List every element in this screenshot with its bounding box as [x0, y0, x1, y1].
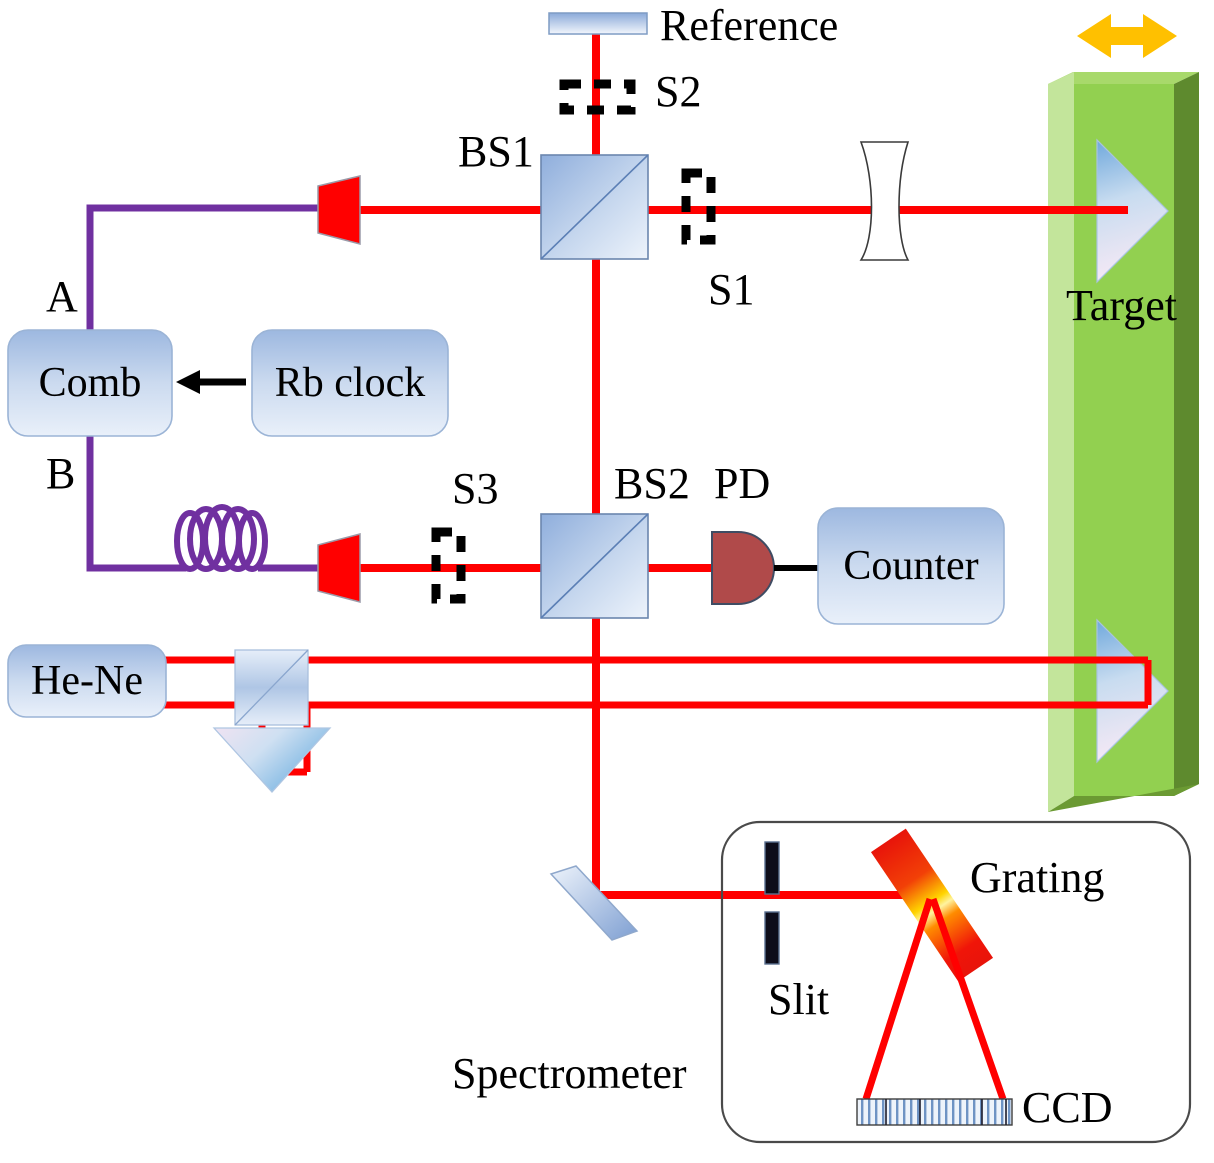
he-ne-label: He-Ne [31, 658, 143, 704]
spectrometer-rays [862, 897, 1007, 1101]
reference-label: Reference [660, 1, 839, 50]
slit [764, 841, 780, 965]
target-triangle-lower [1096, 618, 1169, 764]
grating-label: Grating [970, 853, 1105, 902]
counter-label: Counter [843, 543, 979, 589]
clock-sync-arrow [176, 370, 246, 394]
photodetector [711, 531, 775, 605]
rb-clock[interactable] [251, 329, 449, 437]
ccd-label: CCD [1022, 1083, 1113, 1132]
collimator-b [317, 533, 361, 603]
counter[interactable] [817, 507, 1005, 625]
concave-lens [859, 141, 910, 261]
rb-clock-label: Rb clock [274, 360, 426, 406]
branch-b-label: B [46, 449, 76, 498]
shutter-s1[interactable] [681, 168, 716, 245]
collimator-a [317, 175, 361, 245]
he-ne-retroreflector [212, 727, 332, 793]
shutter-s3[interactable] [431, 527, 466, 604]
he-ne-beamsplitter [234, 649, 309, 726]
fold-mirror [549, 865, 639, 941]
beam-splitter-bs1 [540, 154, 649, 260]
bs2-label: BS2 [614, 459, 690, 508]
shutter-s1-label: S1 [708, 265, 755, 314]
target-label: Target [1066, 281, 1177, 330]
fiber-coil [174, 504, 268, 572]
shutter-s2[interactable] [559, 79, 636, 115]
ccd-array [856, 1098, 1013, 1126]
beam-splitter-bs2 [540, 513, 649, 619]
comb-label: Comb [38, 360, 142, 406]
target-motion-arrow [1077, 14, 1177, 58]
shutter-s3-label: S3 [452, 464, 499, 513]
shutter-s2-label: S2 [655, 67, 702, 116]
bs1-label: BS1 [458, 127, 534, 176]
spectrometer-enclosure [720, 820, 1192, 1144]
spectrometer-label: Spectrometer [452, 1049, 687, 1098]
slit-label: Slit [768, 975, 830, 1024]
pd-label: PD [714, 459, 771, 508]
fiber-paths [86, 204, 318, 572]
reference-mirror [548, 12, 648, 35]
he-ne-laser[interactable] [7, 644, 167, 718]
frequency-comb[interactable] [7, 329, 173, 437]
branch-a-label: A [46, 272, 78, 321]
